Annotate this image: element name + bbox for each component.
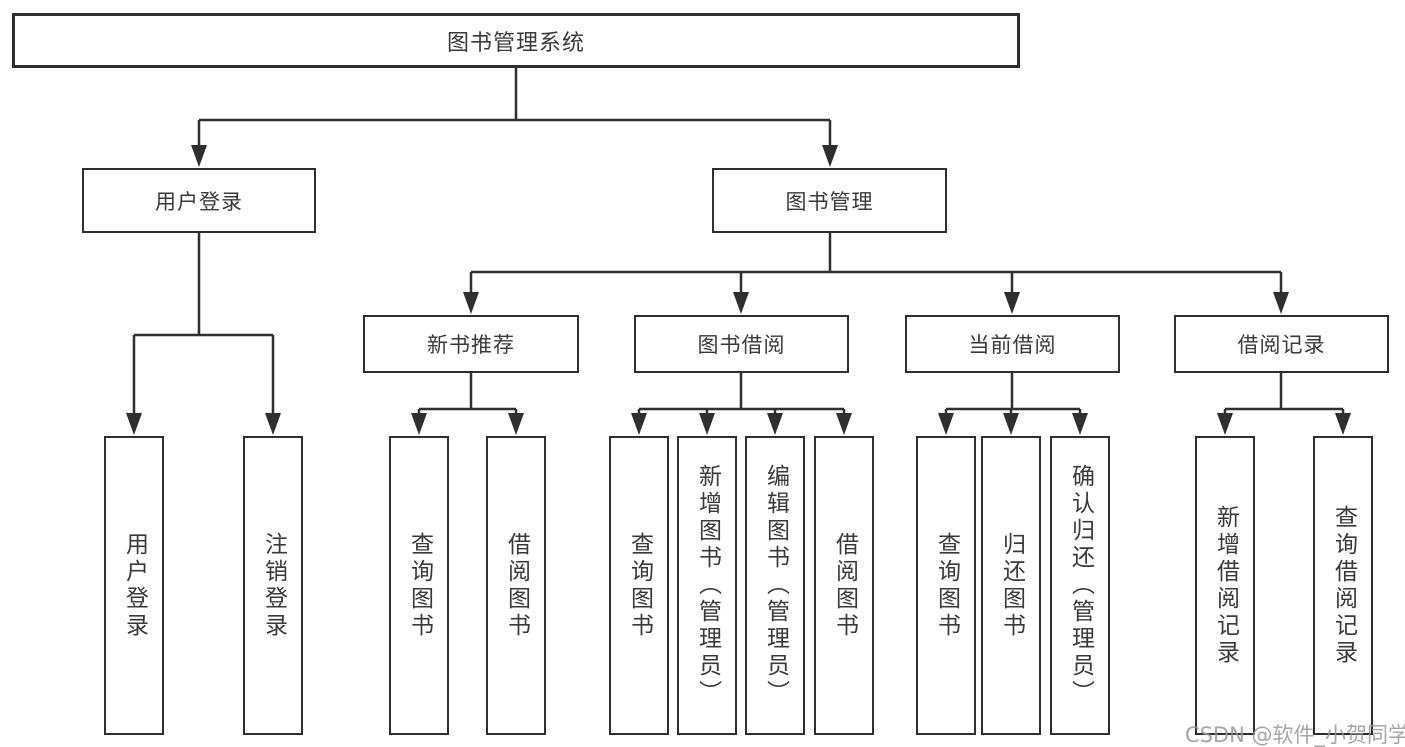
leaf-current-confirm-return-admin-label: 确认归还（管理员） <box>1067 464 1094 707</box>
leaf-borrow-edit-books-admin: 编辑图书（管理员） <box>745 436 805 735</box>
edges-book-borrow-to-leaves <box>631 373 852 435</box>
leaf-records-add-record-label: 新增借阅记录 <box>1212 504 1239 667</box>
leaf-recommend-borrow-books: 借阅图书 <box>486 436 546 735</box>
leaf-borrow-query-books: 查询图书 <box>609 436 669 735</box>
node-borrow-records: 借阅记录 <box>1174 315 1389 373</box>
edges-book-management-to-level3 <box>463 233 1289 314</box>
edges-new-book-recommend-to-leaves <box>411 373 524 435</box>
leaf-recommend-borrow-books-label: 借阅图书 <box>503 531 530 640</box>
node-user-login: 用户登录 <box>82 168 316 233</box>
leaf-user-login: 用户登录 <box>104 436 164 735</box>
edges-current-borrow-to-leaves <box>938 373 1088 435</box>
node-book-borrow: 图书借阅 <box>634 315 849 373</box>
leaf-user-login-label: 用户登录 <box>121 531 148 640</box>
leaf-logout: 注销登录 <box>243 436 303 735</box>
leaf-logout-label: 注销登录 <box>260 531 287 640</box>
leaf-current-query-books: 查询图书 <box>916 436 976 735</box>
leaf-current-return-books-label: 归还图书 <box>998 531 1025 640</box>
node-book-management: 图书管理 <box>712 168 947 233</box>
leaf-borrow-add-books-admin: 新增图书（管理员） <box>677 436 737 735</box>
node-current-borrow: 当前借阅 <box>905 315 1120 373</box>
leaf-borrow-query-books-label: 查询图书 <box>626 531 653 640</box>
edges-borrow-records-to-leaves <box>1217 373 1351 435</box>
leaf-borrow-borrow-books: 借阅图书 <box>814 436 874 735</box>
leaf-current-return-books: 归还图书 <box>981 436 1041 735</box>
leaf-borrow-edit-books-admin-label: 编辑图书（管理员） <box>762 464 789 707</box>
watermark: CSDN @软件_小贺同学 <box>1185 723 1405 747</box>
leaf-records-query-record-label: 查询借阅记录 <box>1330 504 1357 667</box>
edges-root-to-level2 <box>191 68 838 167</box>
leaf-records-query-record: 查询借阅记录 <box>1313 436 1373 735</box>
leaf-recommend-query-books: 查询图书 <box>389 436 449 735</box>
leaf-borrow-borrow-books-label: 借阅图书 <box>831 531 858 640</box>
node-new-book-recommend: 新书推荐 <box>363 315 579 373</box>
leaf-records-add-record: 新增借阅记录 <box>1195 436 1255 735</box>
leaf-borrow-add-books-admin-label: 新增图书（管理员） <box>694 464 721 707</box>
leaf-current-confirm-return-admin: 确认归还（管理员） <box>1050 436 1110 735</box>
node-library-system: 图书管理系统 <box>12 13 1020 68</box>
leaf-current-query-books-label: 查询图书 <box>933 531 960 640</box>
edges-user-login-to-leaves <box>126 233 281 435</box>
leaf-recommend-query-books-label: 查询图书 <box>406 531 433 640</box>
